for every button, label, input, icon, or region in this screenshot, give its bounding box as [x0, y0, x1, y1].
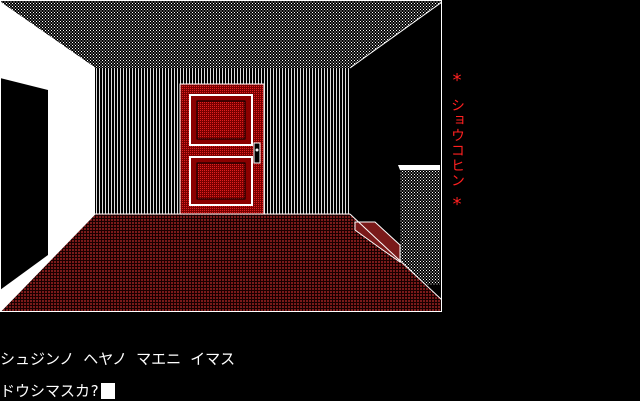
step [354, 221, 401, 263]
narration-line: シュジンノ ヘヤノ マエニ イマス [0, 350, 236, 368]
evidence-label: ショウコヒン [449, 98, 465, 188]
floor [0, 214, 442, 312]
command-prompt[interactable]: ドウシマスカ? [0, 380, 116, 401]
left-doorway [0, 78, 48, 290]
cabinet [400, 165, 440, 285]
cabinet-top [398, 165, 440, 170]
evidence-panel: * ショウコヒン * [444, 70, 470, 250]
star-top: * [451, 70, 463, 91]
text-cursor[interactable] [101, 382, 116, 399]
prompt-text: ドウシマスカ? [0, 382, 100, 400]
star-bottom: * [451, 194, 463, 215]
door-handle [253, 142, 261, 164]
ceiling [0, 0, 442, 68]
room-scene [0, 0, 442, 312]
